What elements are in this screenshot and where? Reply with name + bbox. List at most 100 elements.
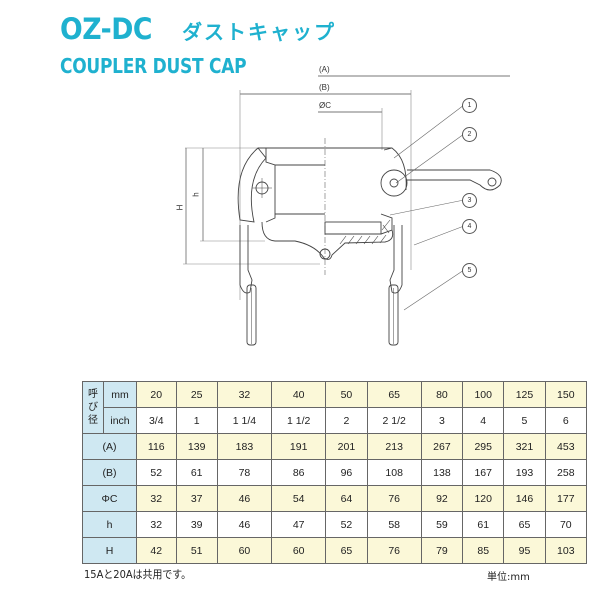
- table-cell: 32: [136, 485, 177, 512]
- title-japanese: ダストキャップ: [182, 20, 337, 44]
- row-label: h: [82, 511, 137, 538]
- table-cell: 60: [271, 537, 327, 564]
- table-cell: 3: [420, 407, 464, 434]
- table-cell: 32: [136, 511, 177, 538]
- table-cell: 100: [462, 381, 505, 408]
- table-cell: 70: [544, 511, 588, 538]
- table-cell: 1 1/2: [271, 407, 327, 434]
- table-cell: 92: [420, 485, 464, 512]
- table-cell: 295: [462, 433, 505, 460]
- shared-size-note: 15Aと20Aは共用です。: [84, 568, 192, 581]
- table-cell: 54: [271, 485, 327, 512]
- table-cell: 65: [503, 511, 546, 538]
- callout-4: 4: [462, 219, 477, 234]
- table-cell: 177: [544, 485, 588, 512]
- spec-table: 呼 び 径 mm 20 25 32 40 50 65 80 100 125 15…: [82, 381, 588, 564]
- table-cell: 46: [216, 485, 273, 512]
- table-cell: 1 1/4: [216, 407, 273, 434]
- callout-1: 1: [462, 98, 477, 113]
- table-cell: 50: [325, 381, 368, 408]
- table-cell: 321: [503, 433, 546, 460]
- table-cell: 40: [271, 381, 327, 408]
- table-cell: 116: [136, 433, 177, 460]
- table-cell: 61: [462, 511, 505, 538]
- callout-5: 5: [462, 263, 477, 278]
- table-cell: 78: [216, 459, 273, 486]
- technical-drawing: (A) (B) ØC h H 1 2 3 4 5: [175, 65, 510, 346]
- row-label: H: [82, 537, 137, 564]
- table-cell: 86: [271, 459, 327, 486]
- table-cell: 138: [420, 459, 464, 486]
- table-cell: 191: [271, 433, 327, 460]
- callout-3: 3: [462, 193, 477, 208]
- table-cell: 25: [175, 381, 218, 408]
- title-row: OZ-DC ダストキャップ: [60, 12, 336, 46]
- table-cell: 79: [420, 537, 464, 564]
- table-cell: 80: [420, 381, 464, 408]
- table-cell: 76: [366, 537, 422, 564]
- table-cell: 125: [503, 381, 546, 408]
- table-cell: 103: [544, 537, 588, 564]
- table-cell: 6: [544, 407, 588, 434]
- table-cell: 61: [175, 459, 218, 486]
- dust-cap-drawing-icon: [183, 75, 510, 346]
- table-cell: 39: [175, 511, 218, 538]
- table-cell: 46: [216, 511, 273, 538]
- table-cell: 58: [366, 511, 422, 538]
- nominal-size-header: 呼 び 径: [82, 381, 104, 434]
- table-cell: 1: [175, 407, 218, 434]
- table-row-b: (B) 52 61 78 86 96 108 138 167 193 258: [82, 459, 588, 486]
- table-row-mm: 呼 び 径 mm 20 25 32 40 50 65 80 100 125 15…: [82, 381, 588, 434]
- table-cell: 5: [503, 407, 546, 434]
- dim-label-b: (B): [319, 83, 330, 92]
- table-row-c: ΦC 32 37 46 54 64 76 92 120 146 177: [82, 485, 588, 512]
- row-label: (A): [82, 433, 137, 460]
- table-cell: 60: [216, 537, 273, 564]
- table-cell: 96: [325, 459, 368, 486]
- table-cell: 52: [136, 459, 177, 486]
- table-cell: 150: [544, 381, 588, 408]
- table-cell: 146: [503, 485, 546, 512]
- table-cell: 20: [136, 381, 177, 408]
- table-cell: 52: [325, 511, 368, 538]
- dim-label-h-small: h: [191, 192, 201, 197]
- table-cell: 108: [366, 459, 422, 486]
- table-cell: 258: [544, 459, 588, 486]
- table-cell: 32: [216, 381, 273, 408]
- table-cell: 167: [462, 459, 505, 486]
- table-row-h-large: H 42 51 60 60 65 76 79 85 95 103: [82, 537, 588, 564]
- table-cell: 4: [462, 407, 505, 434]
- table-cell: 65: [366, 381, 422, 408]
- table-cell: 213: [366, 433, 422, 460]
- table-cell: 201: [325, 433, 368, 460]
- row-label: (B): [82, 459, 137, 486]
- table-cell: 453: [544, 433, 588, 460]
- model-code: OZ-DC: [60, 12, 153, 46]
- table-cell: 47: [271, 511, 327, 538]
- table-cell: 76: [366, 485, 422, 512]
- dim-label-c: ØC: [319, 101, 331, 110]
- table-cell: 120: [462, 485, 505, 512]
- table-cell: 51: [175, 537, 218, 564]
- table-cell: 85: [462, 537, 505, 564]
- table-cell: 2: [325, 407, 368, 434]
- unit-note: 単位:mm: [487, 572, 530, 583]
- table-cell: 193: [503, 459, 546, 486]
- table-cell: 3/4: [136, 407, 177, 434]
- table-cell: 65: [325, 537, 368, 564]
- dim-label-h-large: H: [175, 204, 185, 211]
- dim-label-a: (A): [319, 65, 330, 74]
- table-row-inch: inch 3/4 1 1 1/4 1 1/2 2 2 1/2 3 4 5 6: [83, 407, 588, 434]
- table-cell: 59: [420, 511, 464, 538]
- table-cell: 64: [325, 485, 368, 512]
- table-row-h-small: h 32 39 46 47 52 58 59 61 65 70: [82, 511, 588, 538]
- row-label: inch: [103, 407, 137, 434]
- row-label: ΦC: [82, 485, 137, 512]
- table-cell: 37: [175, 485, 218, 512]
- table-cell: 95: [503, 537, 546, 564]
- row-label: mm: [103, 381, 137, 408]
- table-cell: 42: [136, 537, 177, 564]
- table-row-a: (A) 116 139 183 191 201 213 267 295 321 …: [82, 433, 588, 460]
- table-cell: 139: [175, 433, 218, 460]
- table-cell: 183: [216, 433, 273, 460]
